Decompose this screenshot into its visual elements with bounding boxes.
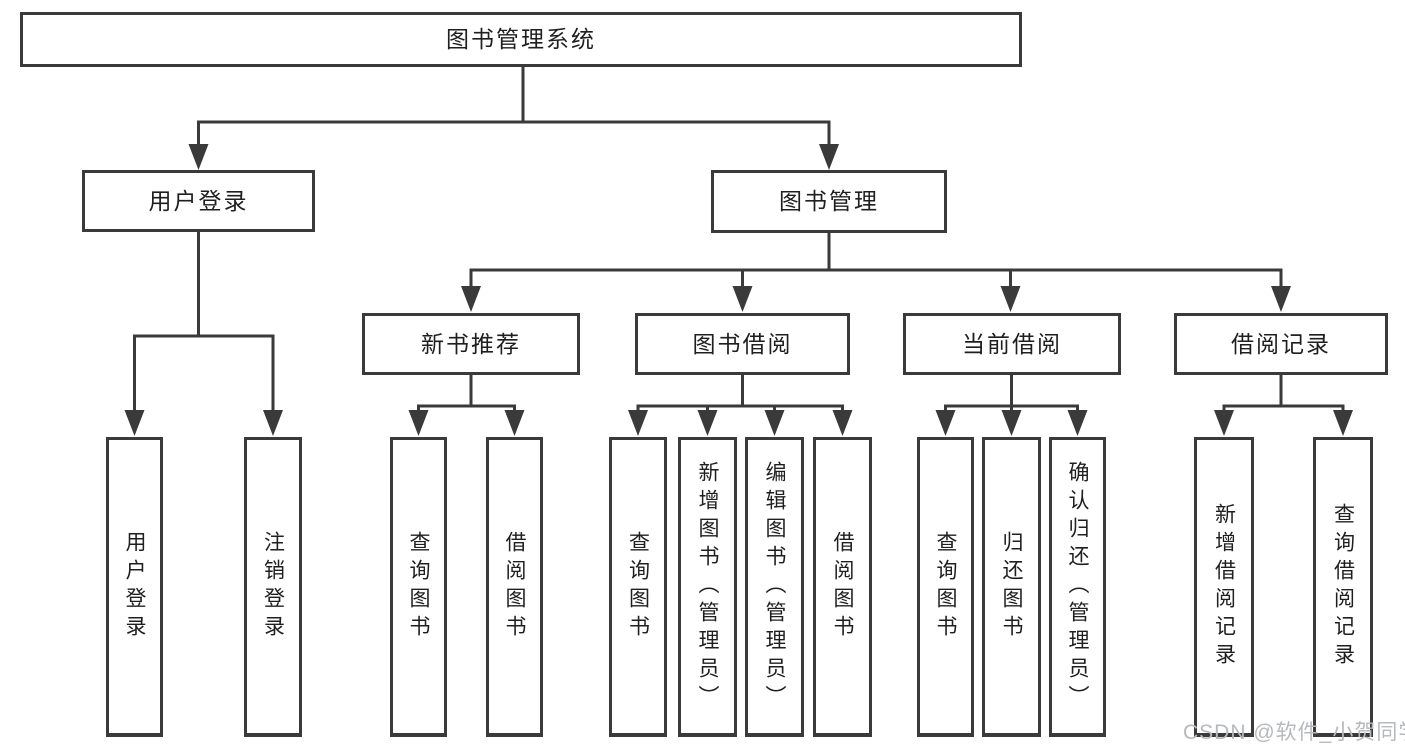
node-book-borrowing: 图书借阅 — [635, 313, 850, 375]
node-user-login: 用户登录 — [82, 170, 315, 232]
connector-userlogin-to-leaves — [133, 231, 275, 416]
arrowhead-icon — [504, 410, 525, 436]
arrowhead-icon — [1333, 410, 1353, 436]
arrowhead-icon — [832, 410, 853, 436]
arrowhead-icon — [935, 410, 956, 436]
connector-bookborrow-to-leaves — [636, 374, 844, 416]
leaf-current-return-books: 归还图书 — [982, 437, 1041, 737]
arrowhead-icon — [628, 410, 648, 436]
arrowhead-icon — [819, 144, 839, 170]
connector-currentborrow-to-leaves — [944, 374, 1079, 416]
connector-borrowrecord-to-leaves — [1222, 374, 1345, 416]
leaf-borrowing-add-books-admin: 新增图书（管理员） — [678, 437, 737, 737]
leaf-records-search-borrow-record: 查询借阅记录 — [1313, 437, 1373, 737]
arrowhead-icon — [408, 410, 429, 436]
node-new-book-recommendation: 新书推荐 — [362, 313, 580, 375]
leaf-newbook-search-books: 查询图书 — [390, 437, 447, 737]
arrowhead-icon — [697, 410, 718, 436]
connector-root-to-level2 — [197, 67, 831, 150]
arrowhead-icon — [124, 410, 145, 436]
arrowhead-icon — [764, 410, 785, 436]
arrowhead-icon — [263, 410, 283, 436]
connector-bookmgmt-to-level3 — [469, 231, 1283, 291]
node-book-management: 图书管理 — [711, 170, 947, 233]
node-library-management-system: 图书管理系统 — [20, 12, 1022, 67]
leaf-borrowing-borrow-books: 借阅图书 — [813, 437, 872, 737]
leaf-current-confirm-return-admin: 确认归还（管理员） — [1049, 437, 1106, 737]
leaf-borrowing-edit-books-admin: 编辑图书（管理员） — [745, 437, 804, 737]
connector-newbook-to-leaves — [417, 374, 516, 416]
arrowhead-icon — [1214, 410, 1234, 436]
arrowhead-icons — [124, 144, 1353, 436]
node-borrowing-records: 借阅记录 — [1174, 313, 1388, 375]
watermark: CSDN @软件_小贺同学 — [1183, 721, 1405, 744]
leaf-logout: 注销登录 — [244, 437, 302, 737]
leaf-records-add-borrow-record: 新增借阅记录 — [1194, 437, 1254, 737]
leaf-current-search-books: 查询图书 — [917, 437, 974, 737]
node-current-borrowing: 当前借阅 — [903, 313, 1121, 375]
arrowhead-icon — [1067, 410, 1088, 436]
arrowhead-icon — [732, 286, 753, 312]
arrowhead-icon — [1271, 286, 1291, 312]
leaf-user-login: 用户登录 — [106, 437, 163, 737]
leaf-borrowing-search-books: 查询图书 — [609, 437, 667, 737]
leaf-newbook-borrow-books: 借阅图书 — [486, 437, 543, 737]
arrowhead-icon — [1000, 286, 1021, 312]
arrowhead-icon — [1001, 410, 1022, 436]
arrowhead-icon — [461, 286, 481, 312]
arrowhead-icon — [188, 144, 209, 170]
